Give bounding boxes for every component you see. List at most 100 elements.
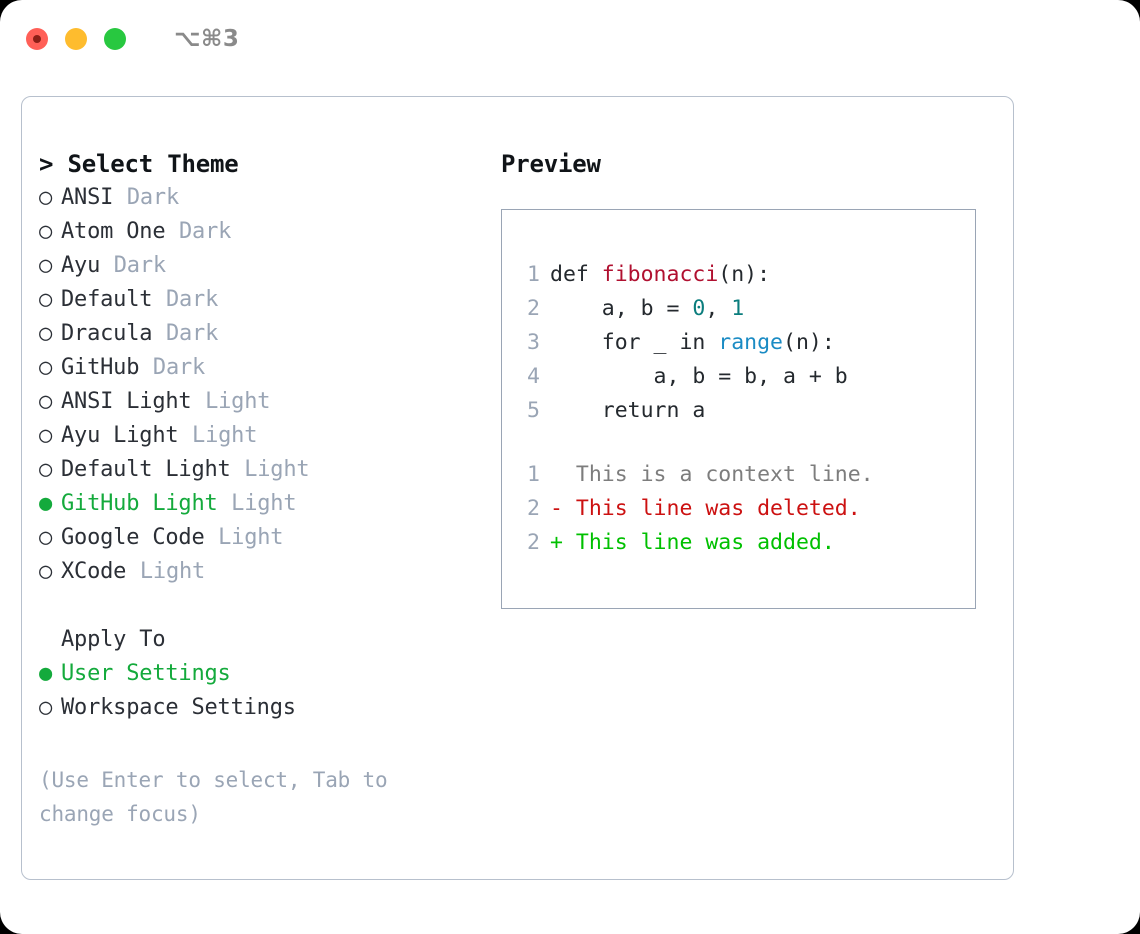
radio-unselected-icon[interactable]: ○ (39, 457, 53, 482)
theme-option-name: XCode (61, 559, 127, 584)
theme-option-kind: Dark (165, 321, 219, 346)
theme-option-name: Default (61, 287, 153, 312)
keyboard-hint-text: (Use Enter to select, Tab to change focu… (39, 768, 388, 826)
theme-option-kind: Dark (113, 253, 166, 278)
radio-selected-icon[interactable]: ● (39, 491, 53, 516)
code-line: 4 a, b = b, a + b (502, 360, 975, 394)
theme-option-kind: Light (192, 423, 258, 448)
close-window-icon[interactable] (26, 28, 48, 50)
code-line-number: 2 (527, 296, 540, 321)
window-titlebar: ⌥⌘3 (0, 0, 1140, 78)
code-line-text: return a (550, 394, 706, 428)
diff-line-text: This line was deleted. (575, 496, 861, 521)
code-token-plain: (n): (718, 262, 771, 287)
radio-unselected-icon[interactable]: ○ (39, 219, 53, 244)
apply-to-option-row[interactable]: ● User Settings (39, 657, 489, 691)
theme-option-name: Dracula (61, 321, 153, 346)
theme-option-name: Ayu Light (61, 423, 179, 448)
apply-to-option-name: User Settings (61, 661, 231, 686)
code-token-plain: a, b = (550, 296, 693, 321)
theme-option-row[interactable]: ○ Default Light Light (39, 453, 489, 487)
theme-option-kind: Dark (152, 355, 206, 380)
theme-option-row[interactable]: ○ XCode Light (39, 555, 489, 589)
theme-option-row[interactable]: ○ GitHub Dark (39, 351, 489, 385)
theme-option-kind: Dark (179, 219, 232, 244)
theme-option-row[interactable]: ○ ANSI Dark (39, 181, 489, 215)
code-line: 3 for _ in range(n): (502, 326, 975, 360)
apply-to-list[interactable]: ● User Settings ○Workspace Settings (39, 657, 489, 725)
code-line: 5 return a (502, 394, 975, 428)
radio-unselected-icon[interactable]: ○ (39, 559, 53, 584)
theme-option-row[interactable]: ○ Atom One Dark (39, 215, 489, 249)
code-line-number: 5 (527, 398, 540, 423)
code-token-num: 1 (731, 296, 745, 321)
maximize-window-icon[interactable] (104, 28, 126, 50)
code-token-call: range (718, 330, 784, 355)
select-theme-header: > Select Theme (39, 150, 239, 178)
diff-line: 2- This line was deleted. (502, 492, 975, 526)
radio-unselected-icon[interactable]: ○ (39, 287, 53, 312)
radio-unselected-icon[interactable]: ○ (39, 389, 53, 414)
theme-option-kind: Dark (126, 185, 179, 210)
radio-unselected-icon[interactable]: ○ (39, 423, 53, 448)
theme-option-name: Ayu (61, 253, 101, 278)
theme-option-name: Atom One (61, 219, 166, 244)
radio-selected-icon[interactable]: ● (39, 661, 53, 686)
theme-option-kind: Light (205, 389, 271, 414)
theme-option-kind: Light (218, 525, 284, 550)
diff-marker (550, 458, 576, 492)
code-line-text: def fibonacci(n): (550, 258, 770, 292)
code-token-plain: , (705, 296, 732, 321)
code-line: 2 a, b = 0, 1 (502, 292, 975, 326)
theme-option-kind: Light (244, 457, 310, 482)
code-token-plain: a, b = b, a + b (550, 364, 848, 389)
theme-option-name: Google Code (61, 525, 205, 550)
theme-option-row[interactable]: ○ Ayu Light Light (39, 419, 489, 453)
theme-option-name: ANSI Light (61, 389, 192, 414)
theme-option-kind: Light (139, 559, 206, 584)
theme-option-row[interactable]: ○ Ayu Dark (39, 249, 489, 283)
theme-option-name: Default Light (61, 457, 231, 482)
code-token-plain: for _ in (550, 330, 719, 355)
diff-line-text: This is a context line. (575, 462, 874, 487)
list-spacer (39, 589, 489, 623)
radio-unselected-icon[interactable]: ○ (39, 525, 53, 550)
theme-option-name: GitHub Light (61, 491, 218, 516)
radio-unselected-icon[interactable]: ○ (39, 253, 53, 278)
code-token-func: fibonacci (601, 262, 719, 287)
diff-marker: - (550, 496, 576, 521)
diff-line-number: 1 (527, 462, 540, 487)
theme-option-name: ANSI (61, 185, 114, 210)
keyboard-shortcut-label: ⌥⌘3 (174, 26, 240, 52)
theme-option-name: GitHub (61, 355, 140, 380)
code-token-plain: (n): (783, 330, 835, 355)
diff-marker: + (550, 530, 576, 555)
code-token-plain: def (550, 262, 602, 287)
theme-option-row[interactable]: ○ Dracula Dark (39, 317, 489, 351)
radio-unselected-icon[interactable]: ○ (39, 321, 53, 346)
radio-unselected-icon[interactable]: ○ (39, 185, 53, 210)
minimize-window-icon[interactable] (65, 28, 87, 50)
radio-unselected-icon[interactable]: ○ (39, 695, 53, 720)
apply-to-option-row[interactable]: ○Workspace Settings (39, 691, 489, 725)
diff-line-number: 2 (527, 496, 540, 521)
theme-option-row[interactable]: ○ ANSI Light Light (39, 385, 489, 419)
apply-to-header: Apply To (61, 627, 166, 652)
diff-line-number: 2 (527, 530, 540, 555)
radio-unselected-icon[interactable]: ○ (39, 355, 53, 380)
code-line-text: a, b = 0, 1 (550, 292, 744, 326)
theme-option-row[interactable]: ○ Google Code Light (39, 521, 489, 555)
code-token-num: 0 (692, 296, 706, 321)
code-line-text: a, b = b, a + b (550, 360, 848, 394)
